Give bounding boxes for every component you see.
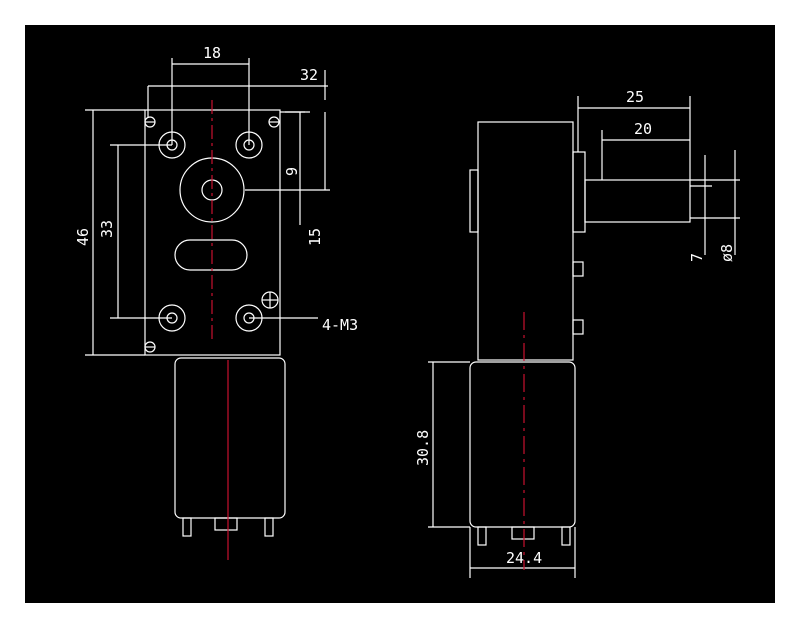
dim-side-shaft-dia: ø8 bbox=[718, 244, 736, 262]
dim-front-height-inner: 33 bbox=[98, 220, 116, 238]
front-slot bbox=[174, 239, 248, 271]
side-terminal-left bbox=[477, 526, 487, 546]
side-boss-small-2 bbox=[572, 319, 584, 335]
front-centerlines bbox=[211, 100, 229, 560]
dim-front-screw-label: 4-M3 bbox=[322, 316, 358, 334]
front-terminal-right bbox=[264, 517, 274, 537]
dim-motor-length: 30.8 bbox=[414, 430, 432, 466]
side-boss-small-1 bbox=[572, 261, 584, 277]
dim-front-top-offset: 32 bbox=[300, 66, 318, 84]
dim-front-hole-spacing: 18 bbox=[203, 44, 221, 62]
side-terminal-right bbox=[561, 526, 571, 546]
side-output-shaft bbox=[584, 179, 691, 223]
dim-side-shaft-length: 25 bbox=[626, 88, 644, 106]
front-terminal-left bbox=[182, 517, 192, 537]
dim-front-side-offset: 15 bbox=[306, 228, 324, 246]
side-view bbox=[428, 96, 740, 578]
front-view bbox=[85, 58, 330, 537]
dim-side-flat: 7 bbox=[688, 253, 706, 262]
dim-front-shaft-offset: 9 bbox=[283, 167, 301, 176]
dim-front-height-outer: 46 bbox=[74, 228, 92, 246]
dim-motor-width: 24.4 bbox=[506, 549, 542, 567]
drawing-background bbox=[25, 25, 775, 603]
side-gearbox-body bbox=[477, 121, 574, 361]
side-end-cap bbox=[511, 526, 535, 540]
side-gearbox-tab bbox=[469, 169, 479, 233]
dim-side-shaft-length-inner: 20 bbox=[634, 120, 652, 138]
front-end-cap bbox=[214, 517, 238, 531]
